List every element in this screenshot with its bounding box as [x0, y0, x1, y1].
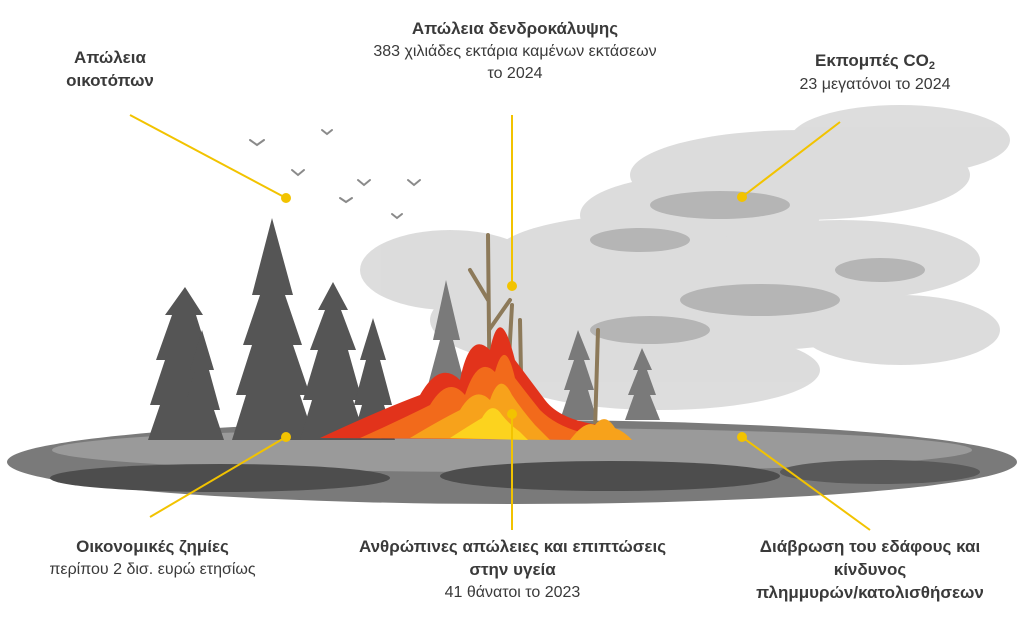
callout-dot-tree-cover: [507, 281, 517, 291]
impact-human-desc: 41 θάνατοι το 2023: [444, 583, 581, 601]
impact-tree-cover-desc-line2: το 2024: [487, 64, 543, 82]
impact-co2-title-text: Εκπομπές CO: [814, 51, 929, 70]
impact-habitat-title: Απώλεια οικοτόπων: [66, 48, 154, 90]
dark-smoke: [590, 191, 925, 344]
impact-human-title-line2: στην υγεία: [469, 559, 556, 579]
impact-human-title-line1: Ανθρώπινες απώλειες και επιπτώσεις: [358, 537, 667, 556]
callout-line-soil: [741, 436, 871, 531]
callout-dot-human: [507, 409, 517, 419]
callout-line-economic: [149, 436, 287, 518]
callout-lines: [129, 114, 871, 531]
callout-dot-habitat: [281, 193, 291, 203]
conifer-trees: [148, 218, 395, 440]
impact-economic-title: Οικονομικές ζημίες: [76, 537, 229, 556]
impact-habitat-loss: Απώλεια οικοτόπων: [40, 47, 180, 93]
impact-co2-emissions: Εκπομπές CO2 23 μεγατόνοι το 2024: [760, 50, 990, 95]
callout-dots: [281, 192, 747, 442]
impact-soil-title-line1: Διάβρωση του εδάφους και: [759, 537, 981, 556]
impact-tree-cover-title: Απώλεια δενδροκάλυψης: [411, 19, 619, 38]
birds: [249, 129, 421, 220]
impact-tree-cover-desc-line1: 383 χιλιάδες εκτάρια καμένων εκτάσεων: [373, 42, 657, 60]
flames: [320, 327, 632, 440]
callout-dot-co2: [737, 192, 747, 202]
callout-dot-soil: [737, 432, 747, 442]
callout-dot-economic: [281, 432, 291, 442]
impact-soil-erosion: Διάβρωση του εδάφους και κίνδυνος πλημμυ…: [720, 536, 1020, 605]
impact-co2-subscript: 2: [928, 60, 936, 72]
callout-line-co2: [741, 121, 841, 198]
impact-economic-damage: Οικονομικές ζημίες περίπου 2 δισ. ευρώ ε…: [10, 536, 295, 581]
impact-human-health: Ανθρώπινες απώλειες και επιπτώσεις στην …: [320, 536, 705, 603]
impact-co2-desc: 23 μεγατόνοι το 2024: [799, 75, 951, 93]
impact-co2-title: Εκπομπές CO2: [760, 50, 990, 74]
callout-line-habitat: [129, 114, 287, 199]
impact-soil-title-line2: κίνδυνος: [833, 559, 907, 579]
impact-tree-cover-loss: Απώλεια δενδροκάλυψης 383 χιλιάδες εκτάρ…: [315, 18, 715, 84]
impact-soil-title-line3: πλημμυρών/κατολισθήσεων: [756, 582, 984, 602]
impact-economic-desc: περίπου 2 δισ. ευρώ ετησίως: [49, 560, 256, 578]
